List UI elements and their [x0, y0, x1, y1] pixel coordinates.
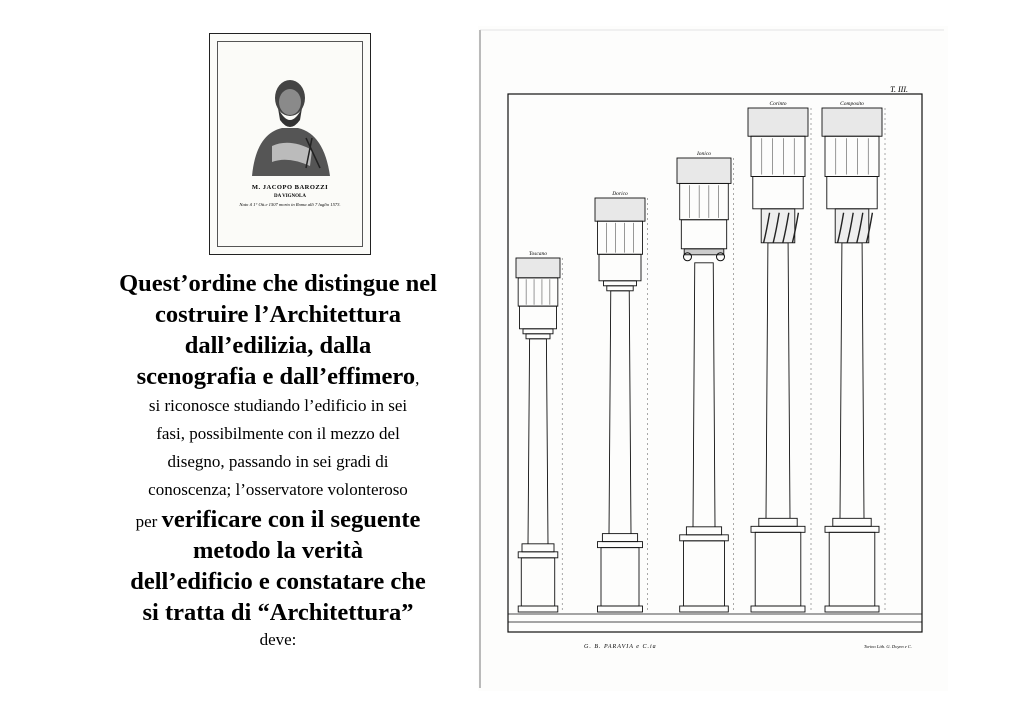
plate-publisher: G. B. PARAVIA e C.ia	[584, 644, 657, 650]
text-line-9-small: per	[135, 512, 162, 531]
text-line-4: scenografia e dall’effimero,	[82, 361, 474, 392]
text-line-13: deve:	[259, 630, 297, 649]
text-line-5: si riconosce studiando l’edificio in sei	[148, 396, 408, 415]
text-line-11: dell’edificio e constatare che	[130, 568, 426, 595]
order-label-ionico: Ionico	[696, 151, 711, 157]
text-line-8: conoscenza; l’osservatore volonteroso	[148, 480, 408, 499]
portrait-frame	[217, 41, 363, 247]
column-ionico: Ionico	[676, 151, 734, 613]
portrait-caption-dates: Nato il 1° Ott.e 1507 morto in Roma alli…	[239, 202, 341, 207]
order-label-dorico: Dorico	[611, 191, 628, 197]
order-label-composito: Composito	[840, 101, 864, 107]
plate-number: T. III.	[890, 85, 908, 94]
orders-plate: T. III. G. B. PARAVIA e C.ia Torino Lith…	[478, 26, 948, 691]
order-label-corinto: Corinto	[769, 101, 786, 107]
portrait-caption-place: DA VIGNOLA	[274, 194, 306, 199]
columns-group: Toscano Dorico Ionico Corinto Composito	[515, 101, 886, 613]
column-dorico: Dorico	[594, 191, 648, 613]
portrait-figure	[252, 80, 330, 176]
text-line-1: Quest’ordine che distingue nel	[119, 270, 437, 297]
text-line-4-tail: ,	[415, 369, 420, 388]
portrait-caption-name: M. JACOPO BAROZZI	[251, 184, 329, 191]
column-composito: Composito	[821, 101, 886, 613]
order-label-toscano: Toscano	[529, 251, 547, 257]
text-line-4-bold: scenografia e dall’effimero	[136, 363, 416, 390]
text-line-3: dall’edilizia, dalla	[184, 332, 372, 359]
portrait-engraving: M. JACOPO BAROZZI DA VIGNOLA Nato il 1° …	[209, 33, 371, 255]
text-line-6: fasi, possibilmente con il mezzo del	[156, 424, 400, 443]
text-line-9: per verificare con il seguente	[82, 504, 474, 535]
text-line-7: disegno, passando in sei gradi di	[167, 452, 389, 471]
text-line-2: costruire l’Architettura	[154, 301, 402, 328]
plate-border	[479, 29, 944, 688]
orders-plate-drawing: T. III. G. B. PARAVIA e C.ia Torino Lith…	[479, 29, 944, 688]
text-line-12: si tratta di “Architettura”	[142, 599, 414, 626]
column-toscano: Toscano	[515, 251, 563, 613]
column-corinto: Corinto	[747, 101, 812, 613]
text-line-9-bold: verificare con il seguente	[161, 506, 421, 533]
text-line-10: metodo la verità	[192, 537, 364, 564]
plate-engraver: Torino Lith. G. Doyen e C.	[864, 644, 912, 649]
body-paragraph: Quest’ordine che distingue nel costruire…	[82, 268, 474, 652]
